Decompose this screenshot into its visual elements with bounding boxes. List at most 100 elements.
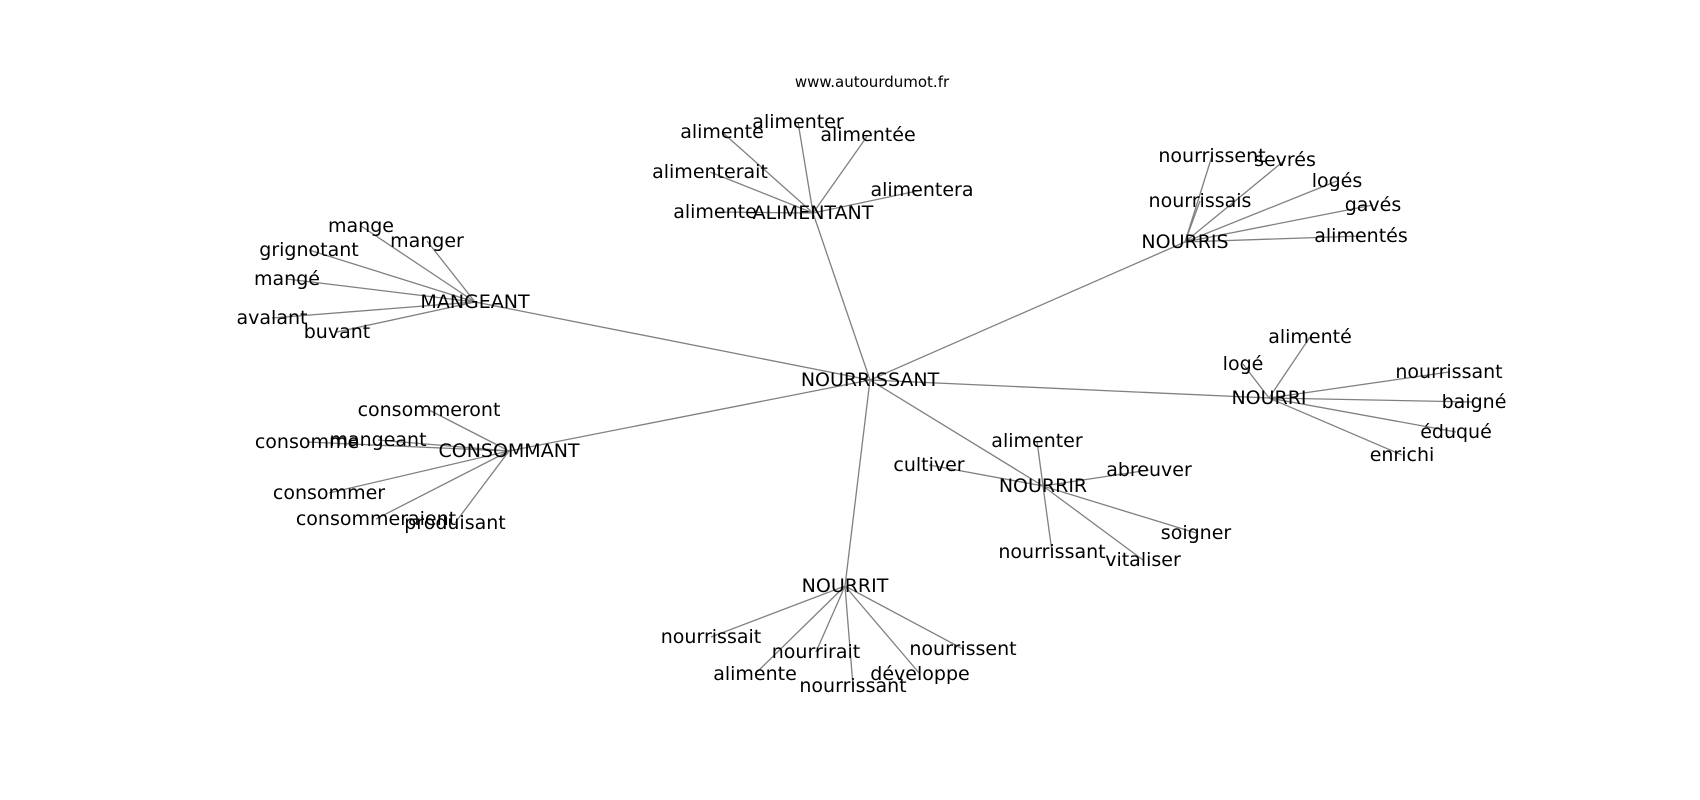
- edge-nourris-2: [1184, 180, 1338, 243]
- edge-nourri-2: [1268, 371, 1450, 399]
- hub-node-nourris: NOURRIS: [1141, 231, 1228, 253]
- leaf-node-consommant-3: consommer: [273, 482, 385, 504]
- edge-nourris-3: [1184, 200, 1201, 243]
- leaf-node-nourrit-5: nourrissant: [799, 675, 906, 697]
- leaf-node-nourrir-2: abreuver: [1106, 459, 1192, 481]
- leaf-node-nourri-1: logé: [1223, 353, 1264, 375]
- leaf-node-consommant-2: mangeant: [329, 429, 426, 451]
- hub-node-nourri: NOURRI: [1231, 387, 1306, 409]
- leaf-node-alimentant-1: alimenter: [752, 111, 844, 133]
- leaf-node-nourris-1: sevrés: [1254, 149, 1316, 171]
- leaf-node-nourrit-2: nourrissent: [909, 638, 1016, 660]
- leaf-node-mangeant-3: mangé: [254, 268, 320, 290]
- leaf-node-mangeant-5: buvant: [304, 321, 370, 343]
- leaf-node-nourrir-5: vitaliser: [1105, 549, 1181, 571]
- leaf-node-consommant-0: consommeront: [358, 399, 501, 421]
- leaf-node-nourrir-3: soigner: [1161, 522, 1232, 544]
- leaf-node-nourri-4: éduqué: [1420, 421, 1492, 443]
- edge-center-alimentant: [812, 212, 871, 381]
- hub-node-nourrir: NOURRIR: [999, 475, 1087, 497]
- leaf-node-nourrit-0: nourrissait: [661, 626, 761, 648]
- edge-mangeant-0: [360, 225, 476, 303]
- leaf-node-nourrit-4: développe: [870, 663, 969, 685]
- edge-nourrir-1: [928, 464, 1044, 487]
- leaf-node-alimentant-2: alimentée: [820, 124, 915, 146]
- edge-mangeant-4: [271, 301, 476, 319]
- edge-consommant-1: [306, 441, 510, 452]
- hub-node-alimentant: ALIMENTANT: [753, 202, 874, 224]
- leaf-node-nourrit-3: alimente: [713, 663, 797, 685]
- edge-nourris-0: [1184, 155, 1213, 243]
- leaf-node-nourri-5: enrichi: [1370, 444, 1435, 466]
- leaf-node-nourris-0: nourrissent: [1158, 145, 1265, 167]
- edge-alimentant-2: [812, 134, 869, 214]
- edge-center-nourris: [869, 241, 1186, 381]
- edge-consommant-0: [428, 409, 510, 452]
- edge-nourri-1: [1242, 363, 1270, 399]
- leaf-node-mangeant-4: avalant: [237, 307, 308, 329]
- edge-alimentant-5: [714, 211, 814, 214]
- edge-center-nourrit: [844, 379, 871, 587]
- edge-consommant-3: [328, 450, 510, 494]
- hub-node-consommant: CONSOMMANT: [438, 440, 579, 462]
- edge-nourrir-4: [1042, 485, 1053, 553]
- edge-nourris-5: [1184, 235, 1362, 243]
- edge-nourrir-0: [1036, 440, 1044, 487]
- edges: [271, 121, 1475, 687]
- leaf-node-mangeant-1: manger: [390, 230, 464, 252]
- leaf-node-consommant-1: consomme: [255, 431, 359, 453]
- edge-nourri-0: [1268, 336, 1311, 399]
- edge-nourris-1: [1184, 159, 1286, 243]
- edge-nourrit-1: [815, 585, 846, 653]
- edge-consommant-4: [375, 450, 510, 520]
- hub-node-mangeant: MANGEANT: [420, 291, 530, 313]
- edge-center-nourri: [869, 379, 1270, 399]
- edge-center-mangeant: [474, 301, 871, 381]
- leaf-node-alimentant-3: alimenterait: [652, 161, 768, 183]
- leaf-node-nourrit-1: nourrirait: [772, 641, 860, 663]
- edge-nourrir-3: [1042, 485, 1197, 534]
- leaf-node-nourris-2: logés: [1312, 170, 1363, 192]
- edge-consommant-2: [377, 439, 510, 452]
- leaf-node-consommant-5: produisant: [404, 512, 506, 534]
- leaf-node-alimentant-5: alimente: [673, 201, 757, 223]
- edge-nourrit-3: [754, 585, 846, 675]
- leaf-node-nourri-2: nourrissant: [1395, 361, 1502, 383]
- edge-nourrit-0: [710, 585, 846, 638]
- edge-mangeant-2: [308, 249, 476, 303]
- edge-alimentant-3: [709, 171, 814, 214]
- leaf-node-consommant-4: consommeraient: [296, 508, 456, 530]
- edge-nourrir-5: [1042, 485, 1144, 561]
- edge-mangeant-1: [426, 240, 476, 303]
- site-url: www.autourdumot.fr: [795, 73, 950, 91]
- leaf-node-nourrir-1: cultiver: [893, 454, 964, 476]
- edge-mangeant-5: [336, 301, 476, 333]
- leaf-node-nourri-0: alimenté: [1268, 326, 1352, 348]
- center-node: NOURRISSANT: [801, 369, 940, 391]
- edge-nourri-3: [1268, 397, 1475, 403]
- leaf-node-nourris-4: gavés: [1345, 194, 1402, 216]
- edge-alimentant-4: [812, 189, 923, 214]
- leaf-node-nourrir-4: nourrissant: [998, 541, 1105, 563]
- edge-center-consommant: [508, 379, 871, 452]
- edge-consommant-5: [454, 450, 510, 524]
- leaf-node-mangeant-2: grignotant: [259, 239, 358, 261]
- leaf-node-nourrir-0: alimenter: [991, 430, 1083, 452]
- leaf-node-alimentant-0: alimente: [680, 121, 764, 143]
- edge-alimentant-0: [721, 131, 814, 214]
- edge-mangeant-3: [286, 278, 476, 303]
- edge-nourri-4: [1268, 397, 1457, 433]
- edge-alimentant-1: [797, 121, 814, 214]
- edge-nourrit-2: [844, 585, 964, 650]
- edge-center-nourrir: [869, 379, 1044, 487]
- leaf-node-mangeant-0: mange: [328, 215, 394, 237]
- leaf-node-nourris-5: alimentés: [1314, 225, 1407, 247]
- leaf-node-nourri-3: baigné: [1442, 391, 1507, 413]
- edge-nourrit-5: [844, 585, 854, 687]
- edge-nourris-4: [1184, 204, 1374, 243]
- hub-node-nourrit: NOURRIT: [802, 575, 889, 597]
- labels: www.autourdumot.fr alimentealimenteralim…: [237, 73, 1507, 697]
- edge-nourrir-2: [1042, 469, 1150, 487]
- leaf-node-alimentant-4: alimentera: [870, 179, 973, 201]
